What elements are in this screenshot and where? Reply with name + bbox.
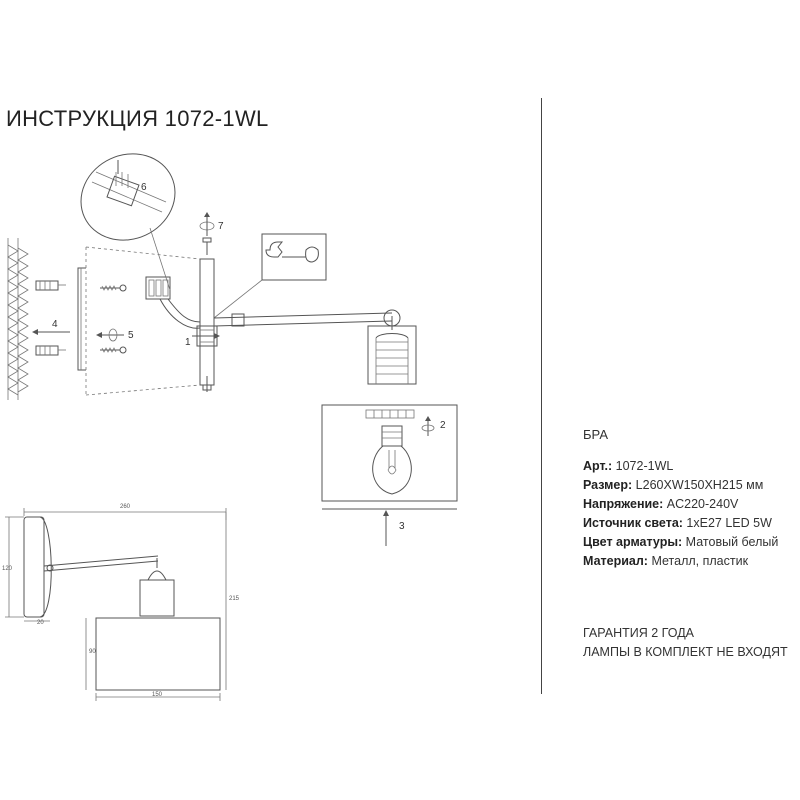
step-4-label: 4 <box>52 319 58 330</box>
spec-size: Размер: L260XW150XH215 мм <box>583 478 763 492</box>
shade-box <box>321 404 458 510</box>
spec-label: Материал: <box>583 554 648 568</box>
spec-fitting-color: Цвет арматуры: Матовый белый <box>583 535 778 549</box>
spec-label: Источник света: <box>583 516 683 530</box>
spec-light-source: Источник света: 1xE27 LED 5W <box>583 516 772 530</box>
dim-plate-depth-label: 20 <box>37 620 44 626</box>
terminal-detail-bubble: 6 <box>80 153 176 291</box>
spec-value: AC220-240V <box>666 497 739 511</box>
wall-texture <box>7 238 29 400</box>
page-title: ИНСТРУКЦИЯ 1072-1WL <box>6 106 269 131</box>
dim-length-label: 260 <box>120 504 131 510</box>
dim-plate-diameter-label: 120 <box>2 566 13 572</box>
step-1-label: 1 <box>185 337 191 348</box>
projection-lines <box>85 246 201 396</box>
step-3-label: 3 <box>399 521 405 532</box>
dim-height-label: 215 <box>229 596 240 602</box>
step-1-arrow: 1 <box>185 333 220 348</box>
step-5-label: 5 <box>128 330 134 341</box>
spec-label: Напряжение: <box>583 497 664 511</box>
wall-plate <box>196 258 218 386</box>
lamp-arm <box>213 309 401 327</box>
dimension-drawing: 260 215 120 20 90 150 <box>2 504 240 701</box>
plate-screw-top <box>202 237 212 255</box>
screw-top <box>100 284 127 292</box>
wall-dowel-bottom <box>35 345 66 356</box>
spec-value: Металл, пластик <box>651 554 749 568</box>
step-7-label: 7 <box>218 221 224 232</box>
socket-holder <box>367 316 417 385</box>
step-7-arrow: 7 <box>199 212 224 236</box>
wall-dowel-top <box>35 280 66 291</box>
spec-value: L260XW150XH215 мм <box>635 478 764 492</box>
spec-label: Арт.: <box>583 459 613 473</box>
plate-screw-bottom <box>202 376 212 392</box>
step-6-label: 6 <box>141 182 147 193</box>
screw-bottom <box>100 346 127 354</box>
spec-label: Размер: <box>583 478 633 492</box>
product-type: БРА <box>583 427 609 442</box>
wrench-callout <box>213 233 327 319</box>
step-3-arrow: 3 <box>383 510 405 546</box>
spec-value: 1xE27 LED 5W <box>686 516 772 530</box>
spec-voltage: Напряжение: AC220-240V <box>583 497 738 511</box>
step-2-arrow: 2 <box>421 416 446 436</box>
terminal-block <box>145 276 201 329</box>
mounting-bracket <box>77 267 86 371</box>
step-2-label: 2 <box>440 420 446 431</box>
dim-shade-height-label: 90 <box>89 649 96 655</box>
vertical-divider <box>541 98 542 694</box>
spec-value: 1072-1WL <box>615 459 674 473</box>
dim-shade-width-label: 150 <box>152 692 163 698</box>
spec-article: Арт.: 1072-1WL <box>583 459 673 473</box>
spec-material: Материал: Металл, пластик <box>583 554 748 568</box>
spec-label: Цвет арматуры: <box>583 535 683 549</box>
step-5-arrow: 5 <box>96 328 134 342</box>
warranty-note: ГАРАНТИЯ 2 ГОДА <box>583 626 694 640</box>
spec-value: Матовый белый <box>685 535 779 549</box>
light-bulb <box>372 425 412 495</box>
lamps-not-included-note: ЛАМПЫ В КОМПЛЕКТ НЕ ВХОДЯТ <box>583 645 788 659</box>
step-4-arrow: 4 <box>32 319 70 335</box>
